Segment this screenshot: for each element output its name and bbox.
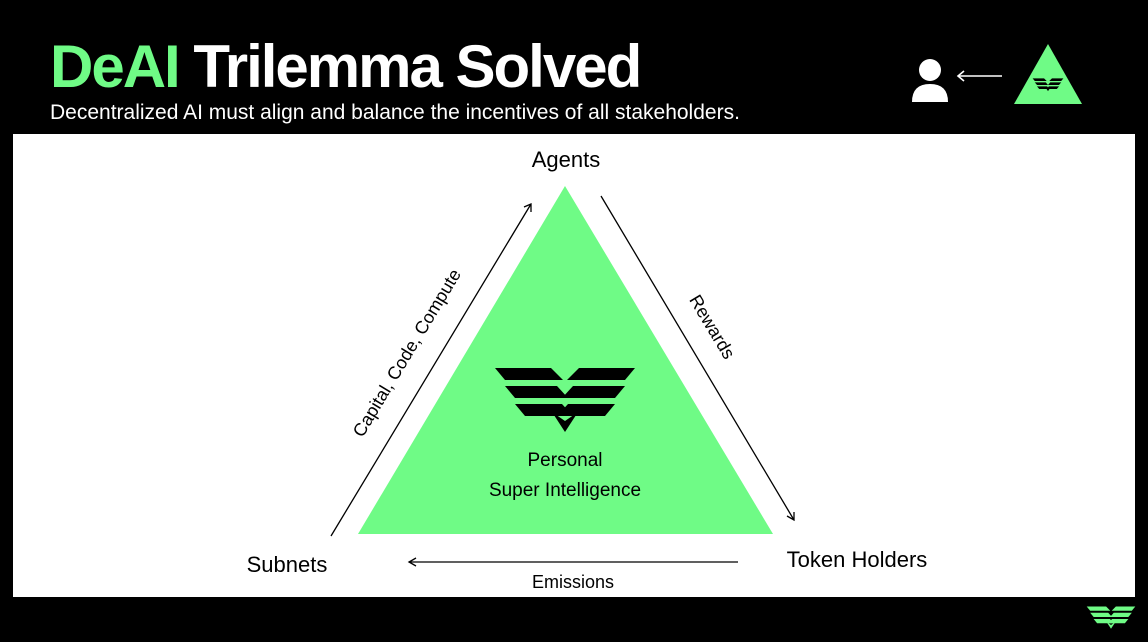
wings-logo-icon [495, 368, 635, 432]
edge-bottom-arrow [407, 557, 738, 567]
title-accent: DeAI [50, 33, 181, 100]
center-triangle [358, 186, 773, 534]
trilemma-diagram: Personal Super Intelligence Agents Subne… [247, 147, 928, 592]
footer [0, 597, 1148, 642]
wings-logo-icon [1086, 606, 1136, 629]
edge-left-arrow [330, 203, 532, 537]
page-title: DeAI Trilemma Solved [50, 33, 642, 101]
edge-bottom-label: Emissions [532, 572, 614, 592]
edge-right-arrow [600, 195, 795, 522]
diagram-panel: Personal Super Intelligence Agents Subne… [13, 134, 1135, 597]
header-graphic [912, 44, 1082, 104]
arrow-left-icon [956, 70, 1002, 82]
center-label-line1: Personal [528, 450, 603, 471]
wings-logo-icon [1014, 44, 1082, 104]
page-subtitle: Decentralized AI must align and balance … [50, 101, 740, 124]
node-token-holders: Token Holders [787, 547, 928, 572]
header: DeAI Trilemma Solved Decentralized AI mu… [0, 0, 1148, 134]
node-agents: Agents [532, 147, 601, 172]
title-rest: Trilemma Solved [193, 33, 642, 100]
center-label-line2: Super Intelligence [489, 480, 641, 501]
node-subnets: Subnets [247, 552, 328, 577]
person-icon [912, 59, 948, 102]
